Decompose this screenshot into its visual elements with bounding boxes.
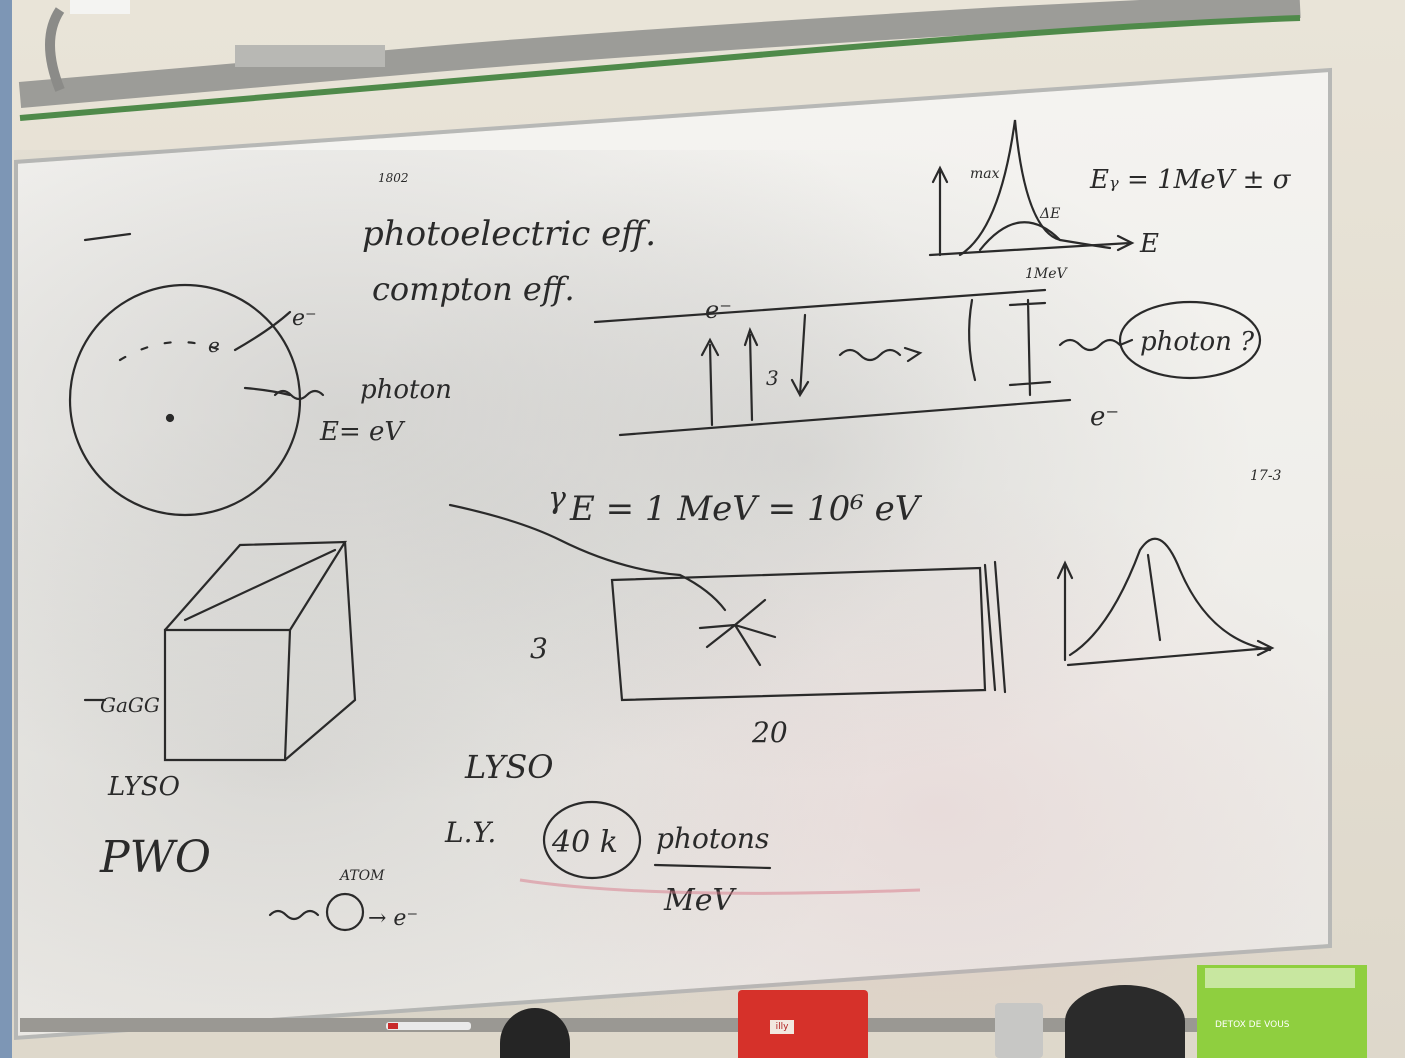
- text-right-small: 17-3: [1250, 468, 1282, 484]
- text-lyso-mid: LYSO: [464, 748, 553, 786]
- text-crystal-3: 3: [530, 632, 548, 665]
- text-e-atom: e: [208, 333, 220, 357]
- text-top-small: 1802: [378, 171, 409, 185]
- photon-circle: [1118, 300, 1262, 380]
- small-atom-circle: [325, 892, 365, 932]
- text-spectrum-de: ΔE: [1039, 206, 1060, 222]
- crystal-cube: [163, 540, 357, 762]
- conduit: [45, 7, 65, 92]
- text-gamma-energy: E = 1 MeV = 10⁶ eV: [569, 489, 923, 529]
- text-atom: ATOM: [338, 868, 385, 884]
- text-forty-k: 40 k: [551, 825, 618, 860]
- text-gamma-atom-e: → e⁻: [368, 906, 418, 931]
- band-bottom-line: [618, 398, 1072, 437]
- text-band-e-top: e⁻: [705, 296, 732, 324]
- board-marks: [83, 232, 132, 702]
- text-gamma: γ: [548, 481, 566, 516]
- band-up-arrow: [700, 337, 720, 427]
- incoming-photon-arrow: [243, 386, 292, 397]
- text-spectrum-e: E: [1139, 229, 1159, 259]
- text-gagg: GaGG: [100, 693, 160, 717]
- ceiling-pipes: [18, 0, 1301, 121]
- spectrum-gauss: [978, 221, 1112, 252]
- spectrum-peak: [958, 119, 1062, 257]
- red-marker-trace: [519, 878, 921, 895]
- cube-diagonal: [183, 548, 337, 622]
- band-top-line: [593, 288, 1047, 324]
- text-photons: photons: [656, 822, 769, 855]
- text-e-minus-atom: e⁻: [292, 306, 317, 331]
- gamma-track: [448, 503, 727, 612]
- band-arc: [968, 298, 977, 382]
- photon-wave: [273, 389, 325, 401]
- marker-cap: [388, 1023, 398, 1029]
- ejected-electron-arrow: [233, 310, 292, 352]
- green-cable: [19, 15, 1301, 121]
- text-lyso-left: LYSO: [107, 772, 180, 802]
- gauss-curve: [1068, 537, 1272, 657]
- fraction-line: [653, 863, 772, 870]
- text-crystal-20: 20: [751, 716, 788, 749]
- crystal-sensor: [983, 560, 1007, 694]
- inner-orbit: [118, 340, 222, 362]
- coffee-machine-black: [1065, 985, 1185, 1058]
- text-e-gamma: Eᵧ = 1MeV ± σ: [1089, 165, 1292, 195]
- kettle: [500, 1008, 570, 1058]
- nucleus-dot: [165, 413, 175, 423]
- spectrum-y-axis: [931, 165, 949, 257]
- text-spectrum-max: max: [970, 166, 1000, 182]
- wall-plate: [70, 0, 130, 14]
- text-photoelectric: photoelectric eff.: [362, 214, 656, 254]
- gauss-y-axis: [1056, 560, 1074, 662]
- gauss-height: [1146, 553, 1162, 642]
- scatter-arrows: [698, 598, 777, 667]
- text-photon-circled: photon ?: [1140, 327, 1255, 357]
- forty-k-circle: [542, 800, 642, 880]
- text-photon-atom: photon: [360, 375, 452, 405]
- green-box-text: DETOX DE VOUS: [1215, 1020, 1290, 1030]
- green-box-lid: [1205, 968, 1355, 988]
- coffee-machine-red: [738, 990, 868, 1058]
- text-band-e-bottom: e⁻: [1090, 402, 1119, 432]
- marker: [386, 1022, 471, 1030]
- text-spectrum-1mev: 1MeV: [1025, 266, 1069, 282]
- text-energy-ev: E= eV: [319, 417, 405, 447]
- cable-tray: [18, 0, 1301, 108]
- small-photon-wave: [268, 909, 320, 921]
- text-compton: compton eff.: [372, 270, 575, 308]
- band-down-arrow: [790, 313, 810, 398]
- crystal-outline: [610, 566, 987, 702]
- band-double-arrow: [743, 327, 759, 422]
- band-photon-wave: [1058, 338, 1134, 352]
- text-pwo: PWO: [99, 832, 211, 883]
- band-gap-marker: [1008, 298, 1052, 397]
- spectrum-x-axis: [928, 234, 1135, 257]
- text-band-3: 3: [766, 366, 779, 390]
- text-ly: L.Y.: [444, 816, 496, 849]
- text-mev: MeV: [663, 883, 737, 918]
- band-emitted-photon: [838, 346, 923, 363]
- junction-box: [235, 45, 385, 67]
- atom-circle: [68, 283, 302, 517]
- gauss-x-axis: [1066, 639, 1275, 667]
- window-frame: [0, 0, 12, 1058]
- red-box-logo: illy: [770, 1020, 794, 1034]
- glass-cup: [995, 1003, 1043, 1058]
